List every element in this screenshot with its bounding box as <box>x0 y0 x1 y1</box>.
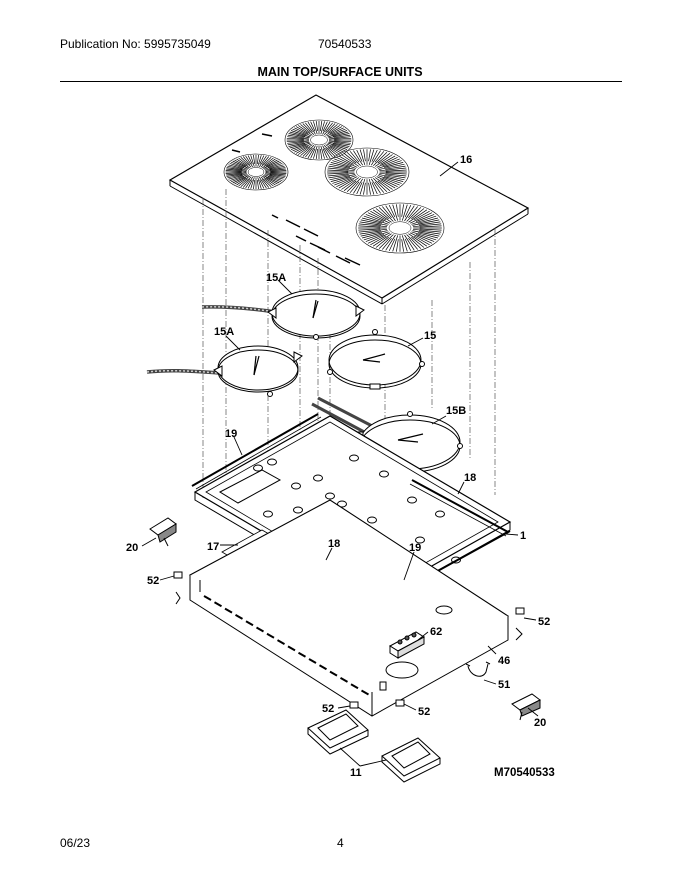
title-rule <box>60 81 622 82</box>
callout-19-upper: 19 <box>225 428 237 440</box>
callout-46: 46 <box>498 655 510 667</box>
glass-cooktop[interactable] <box>168 94 530 305</box>
callout-52-left: 52 <box>147 575 159 587</box>
gasket-19-upper[interactable] <box>191 413 322 490</box>
callout-18-right: 18 <box>464 472 476 484</box>
radiant-element-15[interactable] <box>327 329 425 390</box>
drawing-number: M70540533 <box>494 767 555 779</box>
leader-lines <box>141 161 539 767</box>
mounting-bracket-left[interactable] <box>307 709 369 755</box>
clip-bottom-right[interactable] <box>395 699 405 707</box>
burner-box[interactable] <box>188 499 510 717</box>
callout-17: 17 <box>207 541 219 553</box>
touch-control-marks <box>231 133 361 266</box>
clip-right[interactable] <box>515 607 525 641</box>
footer-date: 06/23 <box>60 836 91 850</box>
callout-52-bottom-right: 52 <box>418 706 430 718</box>
gasket-18-right[interactable] <box>409 479 509 537</box>
clip-left[interactable] <box>173 571 183 605</box>
callout-15b: 15B <box>446 405 466 417</box>
radiant-element-15a-lower[interactable] <box>146 345 303 397</box>
callout-52-right: 52 <box>538 616 550 628</box>
callout-15a-lower: 15A <box>214 326 234 338</box>
leveler-right[interactable] <box>511 693 541 721</box>
radiant-element-15a-upper[interactable] <box>201 289 365 340</box>
clip-bottom-left[interactable] <box>349 701 359 709</box>
callout-62: 62 <box>430 626 442 638</box>
page-title: MAIN TOP/SURFACE UNITS <box>257 65 423 79</box>
leveler-left[interactable] <box>149 517 177 547</box>
callout-16: 16 <box>460 154 472 166</box>
callout-11: 11 <box>350 767 362 779</box>
callout-labels: 16 15A 15A 15 15B 19 18 1 20 17 18 19 52… <box>126 154 550 779</box>
cooking-zone-patterns <box>223 119 445 254</box>
callout-20-left: 20 <box>126 542 138 554</box>
callout-18-center: 18 <box>328 538 340 550</box>
callout-51: 51 <box>498 679 510 691</box>
callout-19-lower: 19 <box>409 542 421 554</box>
box-vent-slots <box>203 595 369 696</box>
cord-clamp[interactable] <box>465 661 491 677</box>
callout-20-right: 20 <box>534 717 546 729</box>
mounting-bracket-right[interactable] <box>381 737 441 783</box>
model-number: 70540533 <box>318 37 372 51</box>
callout-1: 1 <box>520 530 526 542</box>
callout-15: 15 <box>424 330 436 342</box>
page-number: 4 <box>337 836 344 850</box>
publication-number: Publication No: 5995735049 <box>60 37 211 51</box>
terminal-block[interactable] <box>389 631 425 659</box>
callout-15a-upper: 15A <box>266 272 286 284</box>
callout-52-bottom-left: 52 <box>322 703 334 715</box>
